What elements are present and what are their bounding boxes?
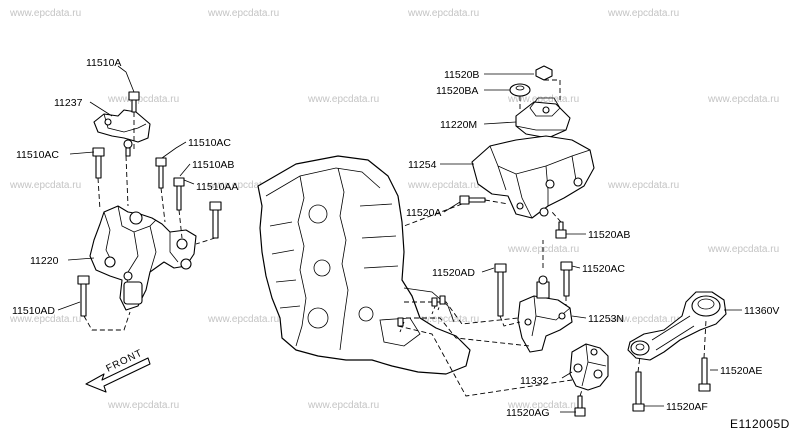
watermark: www.epcdata.ru [107,400,179,411]
label-11510AC: 11510AC [188,137,231,149]
bracket-11253N [517,275,573,353]
bolt-11510AC-left [92,147,105,179]
label-11253N: 11253N [588,313,624,325]
watermark: www.epcdata.ru [107,94,179,105]
label-11520AB: 11520AB [588,229,630,241]
bracket-11332 [569,343,609,391]
drawing-code: E112005D [730,417,790,431]
label-11520AG: 11520AG [506,407,550,419]
bolts-left [77,91,222,317]
watermark: www.epcdata.ru [307,94,379,105]
label-11520AC: 11520AC [582,263,625,275]
label-11254: 11254 [408,159,437,171]
watermark: www.epcdata.ru [9,8,81,19]
bolt-11520AF [632,371,645,412]
label-11510AC-left: 11510AC [16,149,59,161]
label-11520AE: 11520AE [720,365,762,377]
watermark: www.epcdata.ru [9,180,81,191]
label-11220: 11220 [30,255,59,267]
watermark: www.epcdata.ru [207,8,279,19]
torque-rod-11360V [627,291,727,361]
bolt-11510AC [155,157,167,189]
watermark: www.epcdata.ru [407,180,479,191]
engine-mount-bracket-11220 [89,205,197,311]
label-11520B: 11520B [444,69,479,81]
watermark: www.epcdata.ru [607,8,679,19]
label-11332: 11332 [520,375,549,387]
watermark: www.epcdata.ru [9,314,81,325]
watermark: www.epcdata.ru [507,400,579,411]
bolt-11520A [459,195,486,205]
watermark: www.epcdata.ru [407,8,479,19]
watermark: www.epcdata.ru [607,314,679,325]
label-11520BA: 11520BA [436,85,478,97]
label-11520AD: 11520AD [432,267,475,279]
front-indicator: FRONT [85,348,151,393]
leader-lines [57,65,742,413]
label-11360V: 11360V [744,305,779,317]
engine-studs [397,295,446,327]
watermark: www.epcdata.ru [207,314,279,325]
watermark: www.epcdata.ru [407,314,479,325]
dashed-lines-upper-right [484,79,562,223]
bracket-11237 [93,109,151,157]
bolt-11520AE [698,357,711,392]
dashed-lines-left [83,112,216,331]
washer-11520BA [509,83,531,97]
bolt-11520AB [555,221,567,239]
bolt-11510AB [173,177,185,211]
bolt-11510AA [209,201,222,239]
label-11510AD: 11510AD [12,305,55,317]
watermark: www.epcdata.ru [507,94,579,105]
dashed-lines-lower-right [579,319,707,397]
watermark: www.epcdata.ru [307,400,379,411]
watermark: www.epcdata.ru [707,244,779,255]
mount-insulator-11220M [515,97,571,139]
nut-11520B [535,65,553,81]
label-11510A: 11510A [86,57,121,69]
label-11510AA: 11510AA [196,181,238,193]
bolt-11510AD [77,275,90,317]
bolt-11520AD [494,263,507,317]
engine-block [257,155,471,375]
label-11520A: 11520A [406,207,441,219]
front-arrow-icon [85,357,151,393]
transmission-mount-bracket-11254 [471,135,595,219]
bolt-11520AC [560,261,573,297]
watermark: www.epcdata.ru [207,180,279,191]
watermark: www.epcdata.ru [607,180,679,191]
watermark: www.epcdata.ru [707,94,779,105]
label-11520AF: 11520AF [666,401,708,413]
part-labels: 11510A 11237 11510AC 11510AC 11510AB 115… [12,57,779,419]
label-11220M: 11220M [440,119,477,131]
label-11237: 11237 [54,97,83,109]
label-11510AB: 11510AB [192,159,234,171]
